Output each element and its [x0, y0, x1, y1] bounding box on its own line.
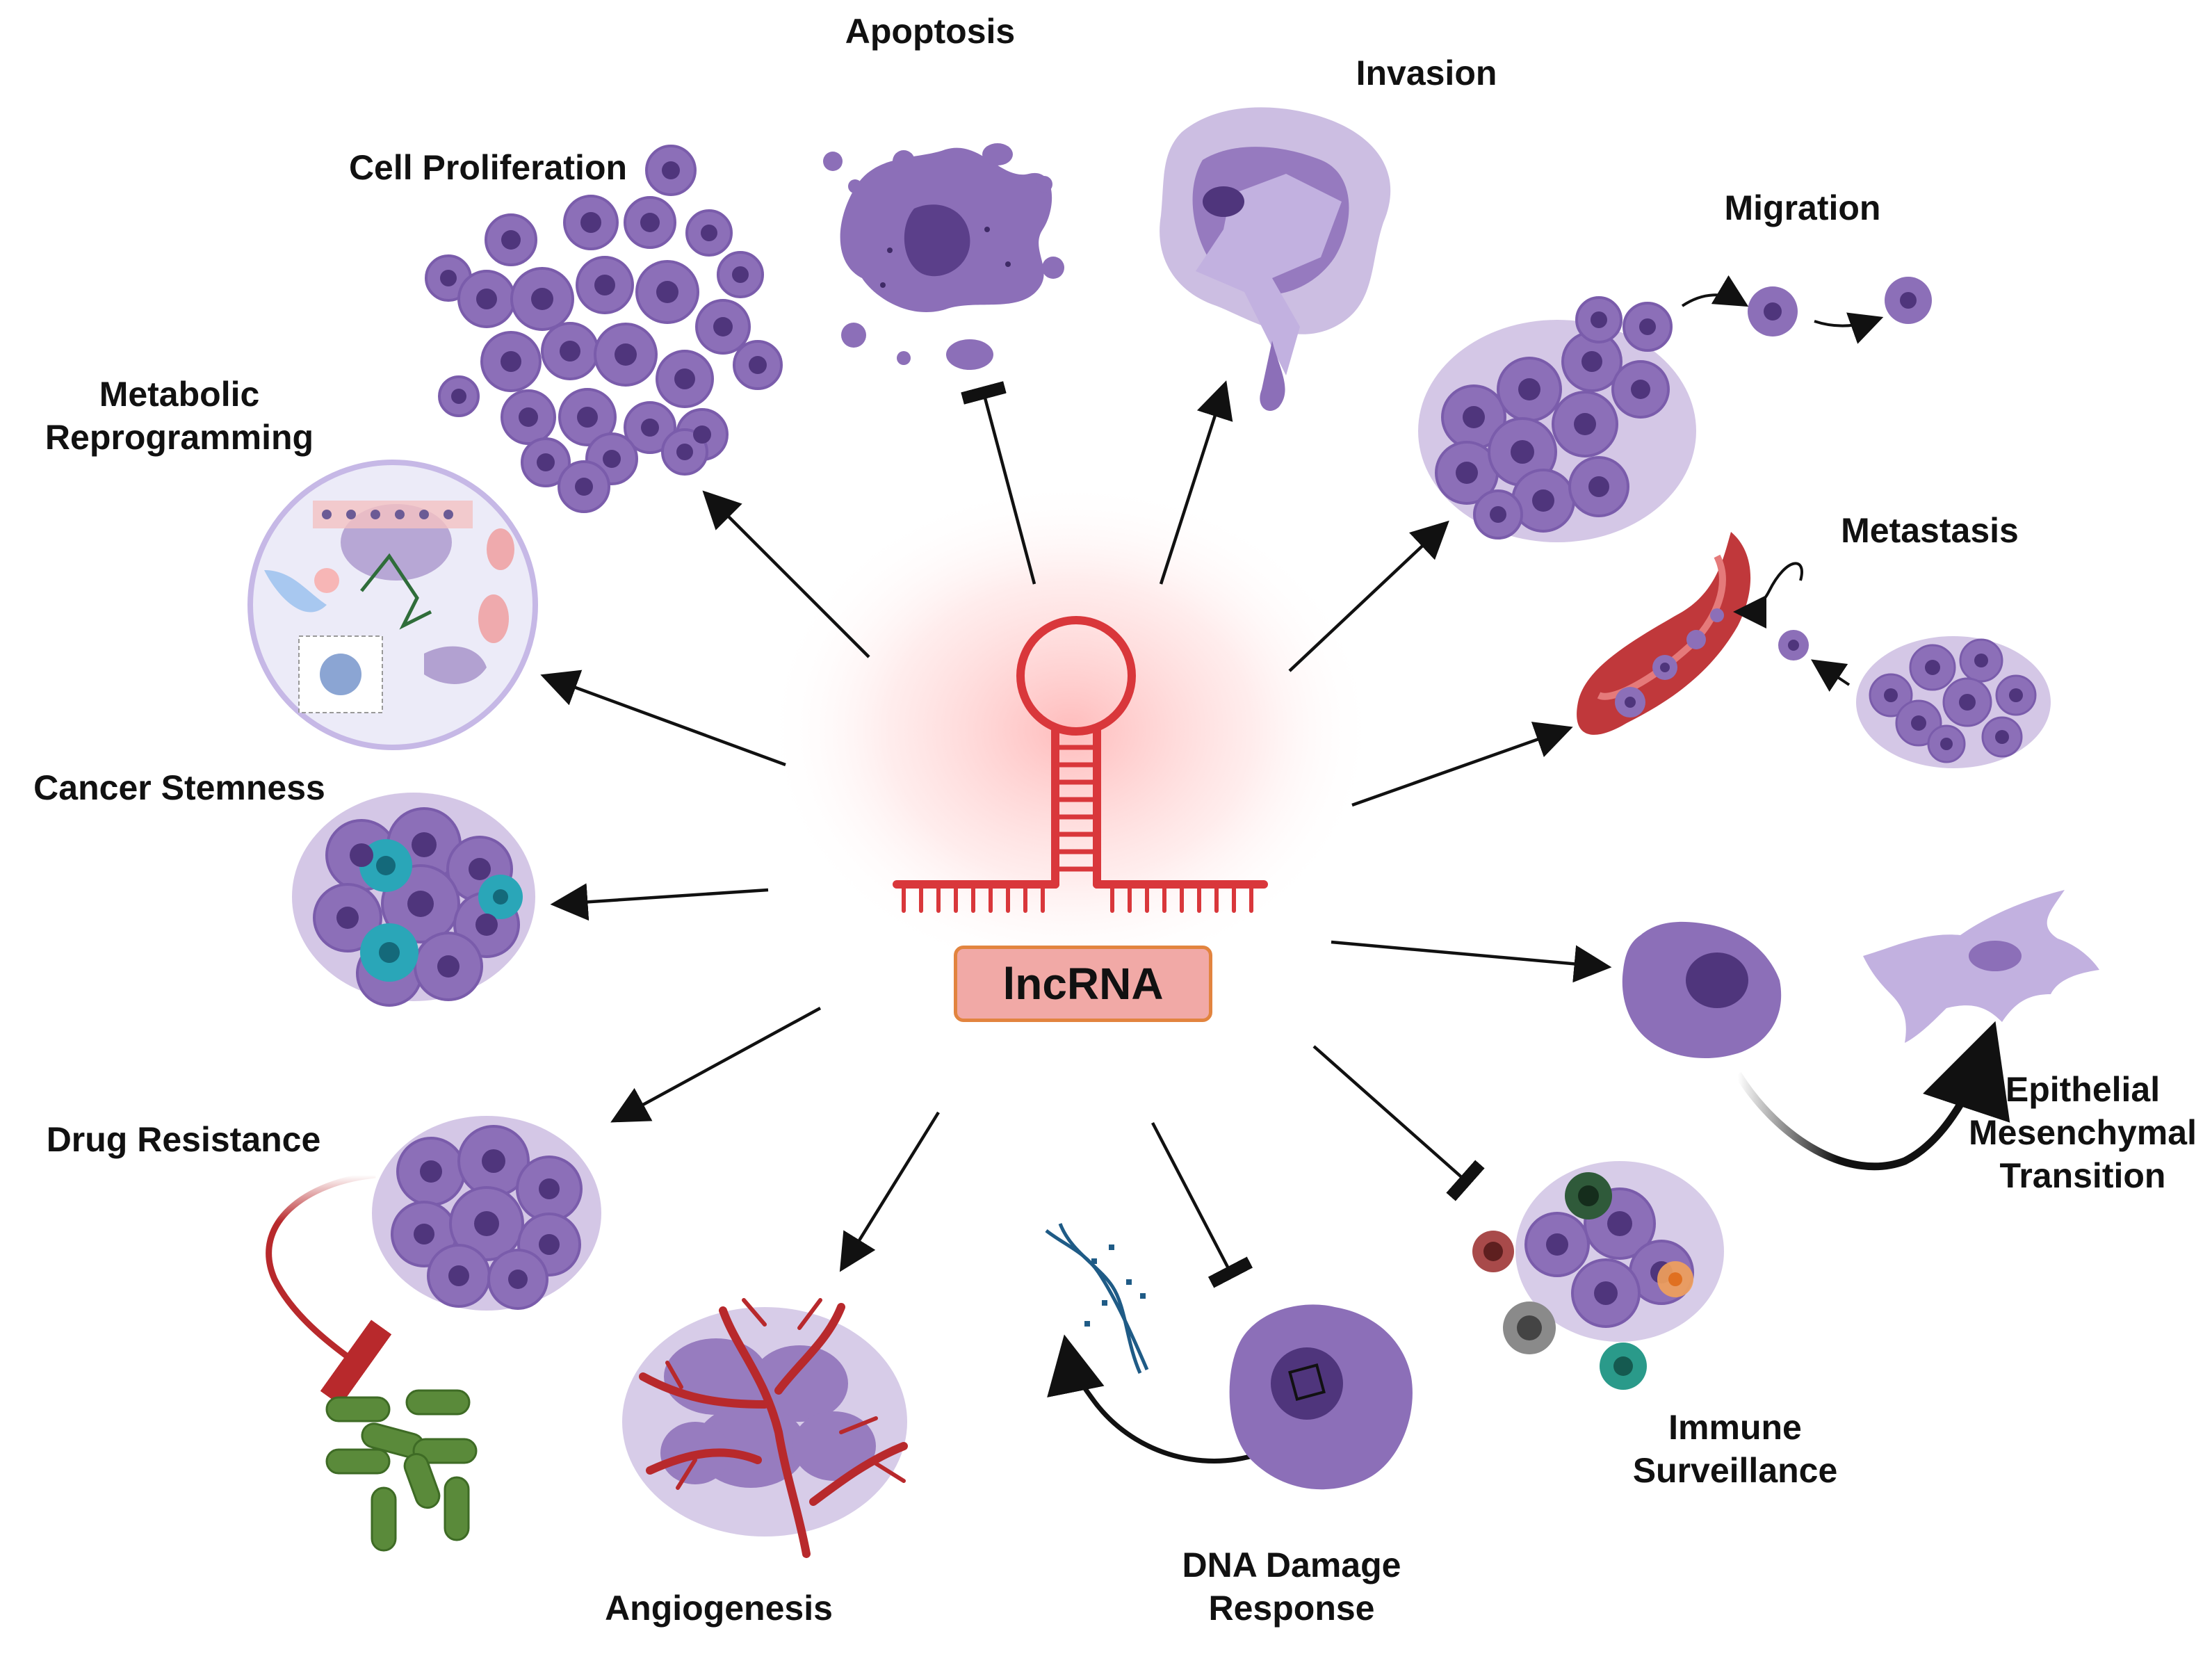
- label-cancer-stemness: Cancer Stemness: [33, 768, 325, 807]
- arrow-angiogenesis: [839, 1111, 940, 1272]
- emt-transition-arrow: [1734, 1021, 2010, 1171]
- arrow-invasion: [1159, 380, 1233, 585]
- arrow-metastasis: [1351, 722, 1573, 807]
- label-metabolic-line1: Metabolic: [99, 375, 260, 414]
- process-labels: Apoptosis Invasion Cell Proliferation Mi…: [33, 12, 2197, 1628]
- lncrna-label-box: lncRNA: [954, 946, 1212, 1022]
- label-drug-resistance: Drug Resistance: [47, 1120, 321, 1159]
- arrow-metabolic-reprogramming: [540, 670, 786, 767]
- label-immune-line1: Immune: [1668, 1408, 1802, 1447]
- drug-resistance-cluster-icon: [372, 1116, 601, 1311]
- invasion-cell-icon: [1160, 107, 1391, 411]
- drug-pills-icon: [325, 1389, 478, 1552]
- arrow-immune-surveillance: [1312, 1045, 1485, 1201]
- drug-inhibition-arrow: [266, 1171, 392, 1406]
- label-migration: Migration: [1725, 188, 1881, 227]
- migration-cluster-icon: [1418, 275, 1932, 542]
- label-emt-line3: Transition: [2000, 1156, 2166, 1195]
- emt-epithelial-cell-icon: [1622, 921, 1782, 1059]
- label-metabolic-line2: Reprogramming: [45, 418, 314, 457]
- dna-helix-icon: [1045, 1223, 1149, 1375]
- arrow-apoptosis: [961, 381, 1036, 585]
- metastasis-vessel-icon: [1577, 532, 2051, 768]
- dna-damage-cell-icon: [1229, 1304, 1413, 1490]
- connector-arrows: [540, 380, 1612, 1288]
- arrow-cell-proliferation: [702, 490, 870, 658]
- lncrna-hairpin-icon: [893, 616, 1268, 913]
- label-metastasis: Metastasis: [1841, 511, 2019, 550]
- apoptosis-cell-icon: [823, 143, 1064, 370]
- label-angiogenesis: Angiogenesis: [605, 1589, 833, 1628]
- arrow-cancer-stemness: [550, 883, 769, 921]
- label-cell-proliferation: Cell Proliferation: [349, 148, 627, 187]
- label-emt-line2: Mesenchymal: [1969, 1113, 2197, 1152]
- angiogenesis-tumor-icon: [622, 1298, 908, 1558]
- arrow-migration: [1288, 520, 1449, 672]
- label-apoptosis: Apoptosis: [845, 12, 1015, 51]
- arrow-drug-resistance: [610, 1007, 822, 1123]
- arrow-emt: [1331, 940, 1612, 983]
- label-invasion: Invasion: [1356, 54, 1497, 92]
- label-immune-line2: Surveillance: [1633, 1451, 1838, 1490]
- label-dna-line1: DNA Damage: [1182, 1546, 1401, 1584]
- metabolic-cell-icon: [247, 460, 538, 750]
- cancer-stemness-cluster-icon: [292, 793, 535, 1007]
- cell-proliferation-cluster-icon: [425, 145, 783, 513]
- immune-cells-icon: [1472, 1161, 1724, 1390]
- label-dna-line2: Response: [1209, 1589, 1375, 1628]
- emt-mesenchymal-cell-icon: [1863, 890, 2099, 1043]
- label-emt-line1: Epithelial: [2006, 1070, 2160, 1109]
- arrow-dna-damage: [1151, 1121, 1253, 1288]
